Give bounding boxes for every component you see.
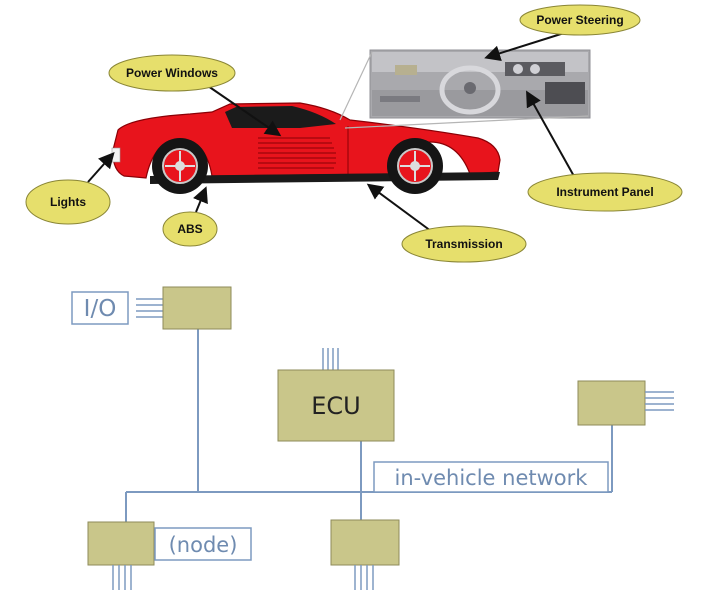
callout-power-steering: Power Steering <box>519 4 641 36</box>
node-bottom-left-pins <box>112 565 132 590</box>
callout-lights: Lights <box>25 179 111 225</box>
node-right-pins <box>645 391 674 411</box>
ecu-label: ECU <box>311 392 361 420</box>
node-top-left <box>162 286 232 330</box>
io-label: I/O <box>71 291 129 325</box>
io-pins <box>136 298 163 318</box>
ecu-pins <box>322 348 339 370</box>
node-bottom-left <box>87 521 155 566</box>
dashboard-photo <box>369 49 591 119</box>
network-label: in-vehicle network <box>373 461 609 493</box>
ecu-node: ECU <box>277 369 395 442</box>
callout-instrument-panel: Instrument Panel <box>527 172 683 212</box>
callout-instrument-panel-label: Instrument Panel <box>556 185 653 199</box>
callout-abs: ABS <box>162 211 218 247</box>
sports-car <box>111 102 501 194</box>
callout-power-windows-label: Power Windows <box>126 66 218 80</box>
callout-abs-label: ABS <box>177 222 202 236</box>
network-label-text: in-vehicle network <box>395 466 589 490</box>
node-label-text: (node) <box>169 533 238 557</box>
zoom-lines <box>339 51 589 129</box>
node-bottom-middle <box>330 519 400 566</box>
node-label: (node) <box>154 527 252 561</box>
callout-power-steering-label: Power Steering <box>536 13 623 27</box>
node-right <box>577 380 646 426</box>
callout-power-windows: Power Windows <box>108 54 236 92</box>
callout-transmission: Transmission <box>401 225 527 263</box>
callout-lights-label: Lights <box>50 195 86 209</box>
io-label-text: I/O <box>84 296 117 322</box>
callout-transmission-label: Transmission <box>425 237 502 251</box>
node-bottom-middle-pins <box>354 565 374 590</box>
